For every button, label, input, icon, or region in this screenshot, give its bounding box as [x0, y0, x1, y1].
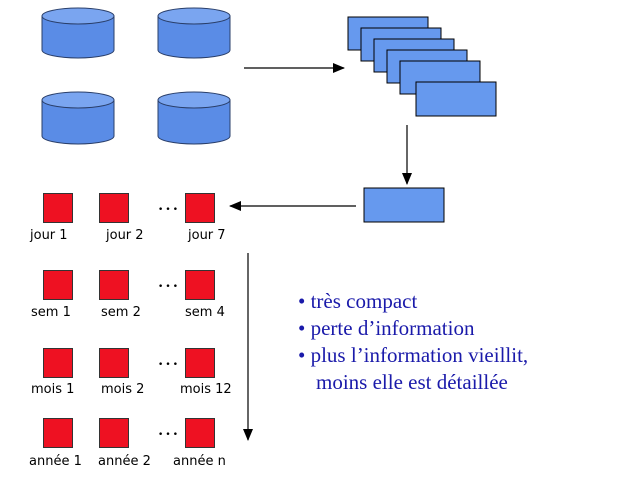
- note-information-loss: • perte d’information: [298, 316, 475, 340]
- period-square-icon: [185, 193, 215, 223]
- ellipsis: …: [157, 190, 179, 215]
- day-label: jour 1: [30, 228, 68, 243]
- week-label: sem 4: [185, 305, 225, 320]
- day-label: jour 7: [188, 228, 226, 243]
- aggregate-block-icon: [363, 187, 445, 223]
- period-square-icon: [43, 193, 73, 223]
- year-label: année n: [173, 454, 226, 469]
- notes-list: • très compact • perte d’information • p…: [298, 288, 528, 396]
- ellipsis: …: [157, 345, 179, 370]
- document-stack-icon: [347, 16, 497, 117]
- period-square-icon: [185, 348, 215, 378]
- period-square-icon: [99, 348, 129, 378]
- period-square-icon: [99, 418, 129, 448]
- day-label: jour 2: [106, 228, 144, 243]
- week-label: sem 2: [101, 305, 141, 320]
- month-label: mois 1: [31, 382, 75, 397]
- database-cylinder-icon: [41, 91, 115, 145]
- period-square-icon: [185, 270, 215, 300]
- period-square-icon: [185, 418, 215, 448]
- year-label: année 1: [29, 454, 82, 469]
- note-aging: • plus l’information vieillit,: [298, 343, 529, 367]
- period-square-icon: [43, 270, 73, 300]
- ellipsis: …: [157, 267, 179, 292]
- note-compact: • très compact: [298, 289, 418, 313]
- period-square-icon: [99, 270, 129, 300]
- week-label: sem 1: [31, 305, 71, 320]
- note-aging-continued: moins elle est détaillée: [316, 370, 508, 394]
- period-square-icon: [99, 193, 129, 223]
- year-label: année 2: [98, 454, 151, 469]
- month-label: mois 12: [180, 382, 232, 397]
- ellipsis: …: [157, 415, 179, 440]
- period-square-icon: [43, 348, 73, 378]
- database-cylinder-icon: [157, 91, 231, 145]
- database-cylinder-icon: [41, 7, 115, 59]
- month-label: mois 2: [101, 382, 145, 397]
- database-cylinder-icon: [157, 7, 231, 59]
- period-square-icon: [43, 418, 73, 448]
